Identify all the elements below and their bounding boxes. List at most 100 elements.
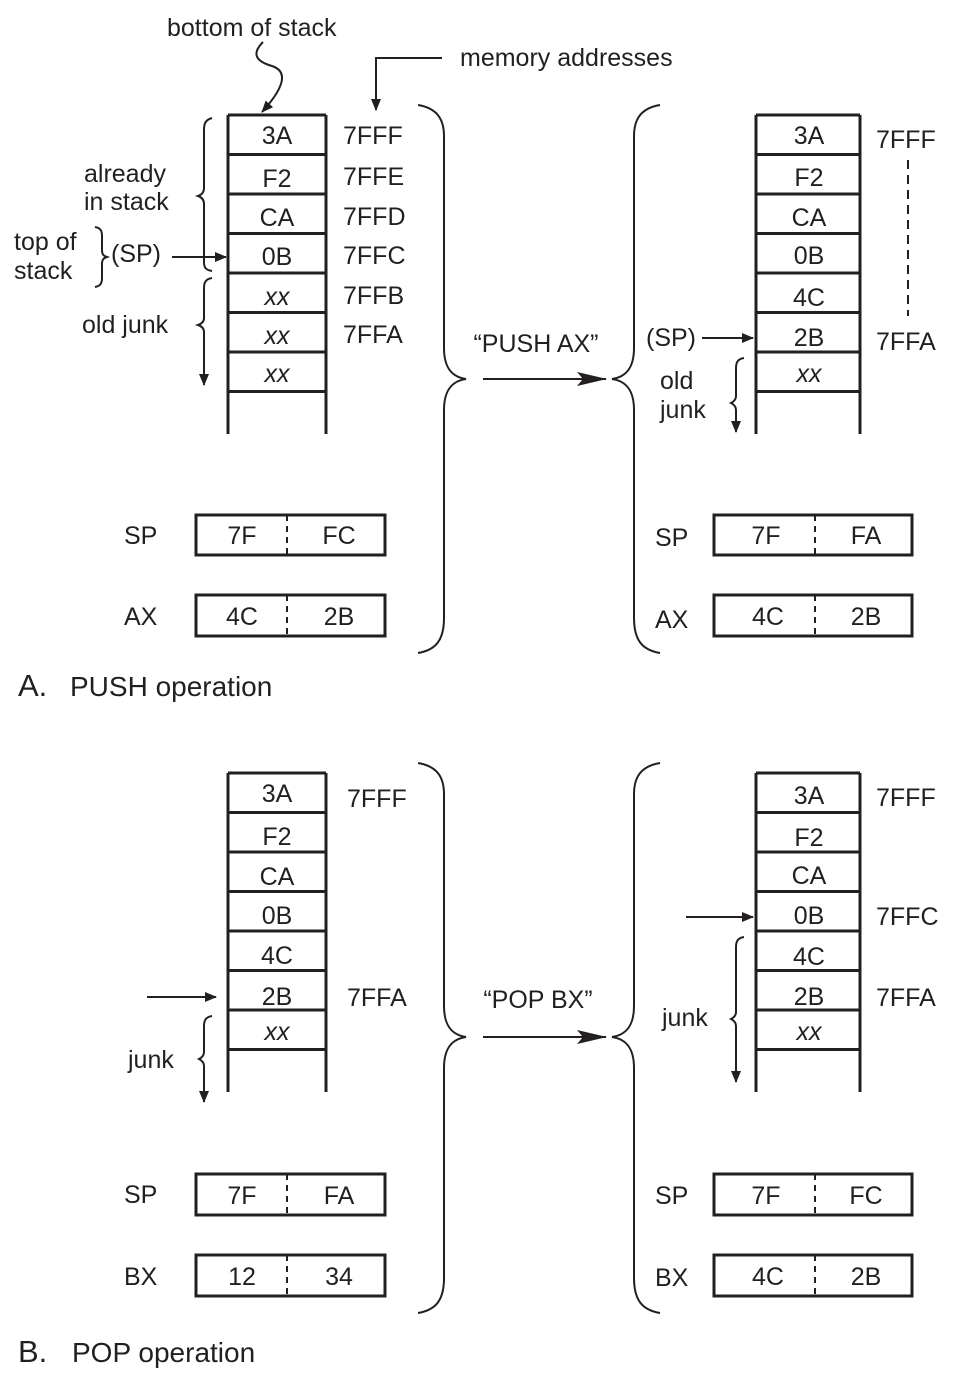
register-high-byte: 4C (752, 1263, 784, 1291)
address-label: 7FFA (876, 984, 936, 1012)
stack-cells: 3A F2 CA 0B 4C 2B xx (792, 122, 827, 388)
stack-cell-junk: xx (796, 1018, 824, 1046)
stack-cell: F2 (794, 164, 823, 192)
stack-cells: 3A F2 CA 0B 4C 2B xx (792, 782, 827, 1046)
pop-panel: 3A F2 CA 0B 4C 2B xx 7FFF 7FFA junk SP 7… (18, 762, 939, 1369)
register-box (194, 1172, 387, 1217)
register-low-byte: FC (849, 1182, 882, 1210)
pop-after-registers: SP 7F FC BX 4C 2B (655, 1172, 914, 1298)
panel-caption: PUSH operation (70, 671, 272, 702)
register-low-byte: 2B (324, 603, 355, 631)
top-of-stack-label: stack (14, 257, 73, 285)
stack-cell: F2 (794, 824, 823, 852)
pop-before-stack: 3A F2 CA 0B 4C 2B xx 7FFF 7FFA junk (127, 771, 407, 1103)
already-in-stack-label: in stack (84, 188, 169, 216)
stack-cell: 3A (262, 780, 293, 808)
sp-pointer-label: (SP) (111, 240, 161, 268)
memory-addresses-label: memory addresses (460, 44, 673, 72)
address-label: 7FFB (343, 282, 404, 310)
register-high-byte: 12 (228, 1263, 256, 1291)
push-panel: 3A F2 CA 0B xx xx xx 7FFF 7FFE 7FFD 7FFC… (14, 14, 936, 703)
memory-address-labels: 7FFF 7FFE 7FFD 7FFC 7FFB 7FFA (343, 122, 406, 349)
stack-cell: 3A (262, 122, 293, 150)
top-of-stack-brace-icon (94, 226, 111, 288)
register-box (194, 593, 387, 638)
pop-before-registers: SP 7F FA BX 12 34 (124, 1172, 387, 1298)
stack-cell: CA (792, 204, 827, 232)
old-junk-label: old junk (82, 311, 169, 339)
register-box (194, 1253, 387, 1298)
panel-caption-letter: B. (18, 1334, 47, 1369)
sp-pointer-label: (SP) (646, 324, 696, 352)
register-box (712, 1172, 914, 1217)
register-high-byte: 7F (227, 522, 256, 550)
pop-after-brace-icon (611, 762, 661, 1314)
push-after-stack: 3A F2 CA 0B 4C 2B xx 7FFF 7FFA (SP) old … (646, 113, 936, 434)
old-junk-brace-arrow-icon (728, 357, 745, 433)
address-label: 7FFC (343, 242, 406, 270)
junk-brace-arrow-icon (728, 936, 745, 1083)
register-name: AX (655, 606, 689, 634)
push-after-registers: SP 7F FA AX 4C 2B (655, 513, 914, 638)
push-instruction-label: “PUSH AX” (473, 330, 598, 358)
register-low-byte: FA (324, 1182, 355, 1210)
stack-cell: 0B (262, 243, 293, 271)
register-name: SP (655, 524, 688, 552)
register-name: SP (124, 1181, 157, 1209)
already-in-stack-label: already (84, 160, 166, 188)
stack-cell: 4C (261, 942, 293, 970)
register-name: SP (124, 522, 157, 550)
bottom-of-stack-squiggle-arrow-icon (255, 41, 283, 113)
register-box (712, 513, 914, 557)
stack-cell-junk: xx (264, 1018, 292, 1046)
stack-cells: 3A F2 CA 0B 4C 2B xx (260, 780, 295, 1046)
register-low-byte: 2B (851, 603, 882, 631)
push-after-brace-icon (611, 104, 661, 654)
stack-cell: 0B (794, 242, 825, 270)
register-low-byte: FC (322, 522, 355, 550)
address-label: 7FFC (876, 903, 939, 931)
stack-cell: F2 (262, 823, 291, 851)
stack-cells: 3A F2 CA 0B xx xx xx (260, 122, 295, 388)
stack-cell: 4C (793, 943, 825, 971)
register-name: AX (124, 603, 158, 631)
register-name: SP (655, 1182, 688, 1210)
address-label: 7FFF (347, 785, 407, 813)
stack-cell: 2B (794, 324, 825, 352)
stack-cell: CA (260, 863, 295, 891)
register-high-byte: 4C (752, 603, 784, 631)
register-box (712, 1253, 914, 1298)
old-junk-brace-arrow-icon (194, 277, 213, 386)
top-of-stack-label: top of (14, 228, 77, 256)
register-low-byte: FA (851, 522, 882, 550)
register-high-byte: 7F (751, 522, 780, 550)
stack-cell: CA (792, 862, 827, 890)
register-high-byte: 4C (226, 603, 258, 631)
memory-addresses-arrow-icon (371, 57, 442, 111)
already-in-stack-brace-icon (194, 117, 213, 272)
stack-cell: 2B (262, 983, 293, 1011)
stack-cell-junk: xx (264, 360, 292, 388)
pop-instruction-label: “POP BX” (483, 986, 592, 1014)
push-before-stack: 3A F2 CA 0B xx xx xx 7FFF 7FFE 7FFD 7FFC… (14, 14, 673, 434)
register-high-byte: 7F (751, 1182, 780, 1210)
stack-cell: 3A (794, 122, 825, 150)
old-junk-label: junk (659, 396, 706, 424)
register-low-byte: 2B (851, 1263, 882, 1291)
stack-cell: 3A (794, 782, 825, 810)
stack-cell: CA (260, 204, 295, 232)
register-low-byte: 34 (325, 1263, 353, 1291)
address-label: 7FFD (343, 203, 406, 231)
junk-label: junk (661, 1004, 708, 1032)
address-label: 7FFE (343, 163, 404, 191)
stack-cell: 4C (793, 284, 825, 312)
address-label: 7FFF (876, 126, 936, 154)
stack-cell-junk: xx (264, 322, 292, 350)
stack-cell: 0B (262, 902, 293, 930)
address-label: 7FFA (876, 328, 936, 356)
panel-caption-letter: A. (18, 668, 47, 703)
push-before-brace-icon (417, 104, 467, 654)
stack-cell-junk: xx (796, 360, 824, 388)
register-name: BX (124, 1263, 158, 1291)
address-label: 7FFF (343, 122, 403, 150)
